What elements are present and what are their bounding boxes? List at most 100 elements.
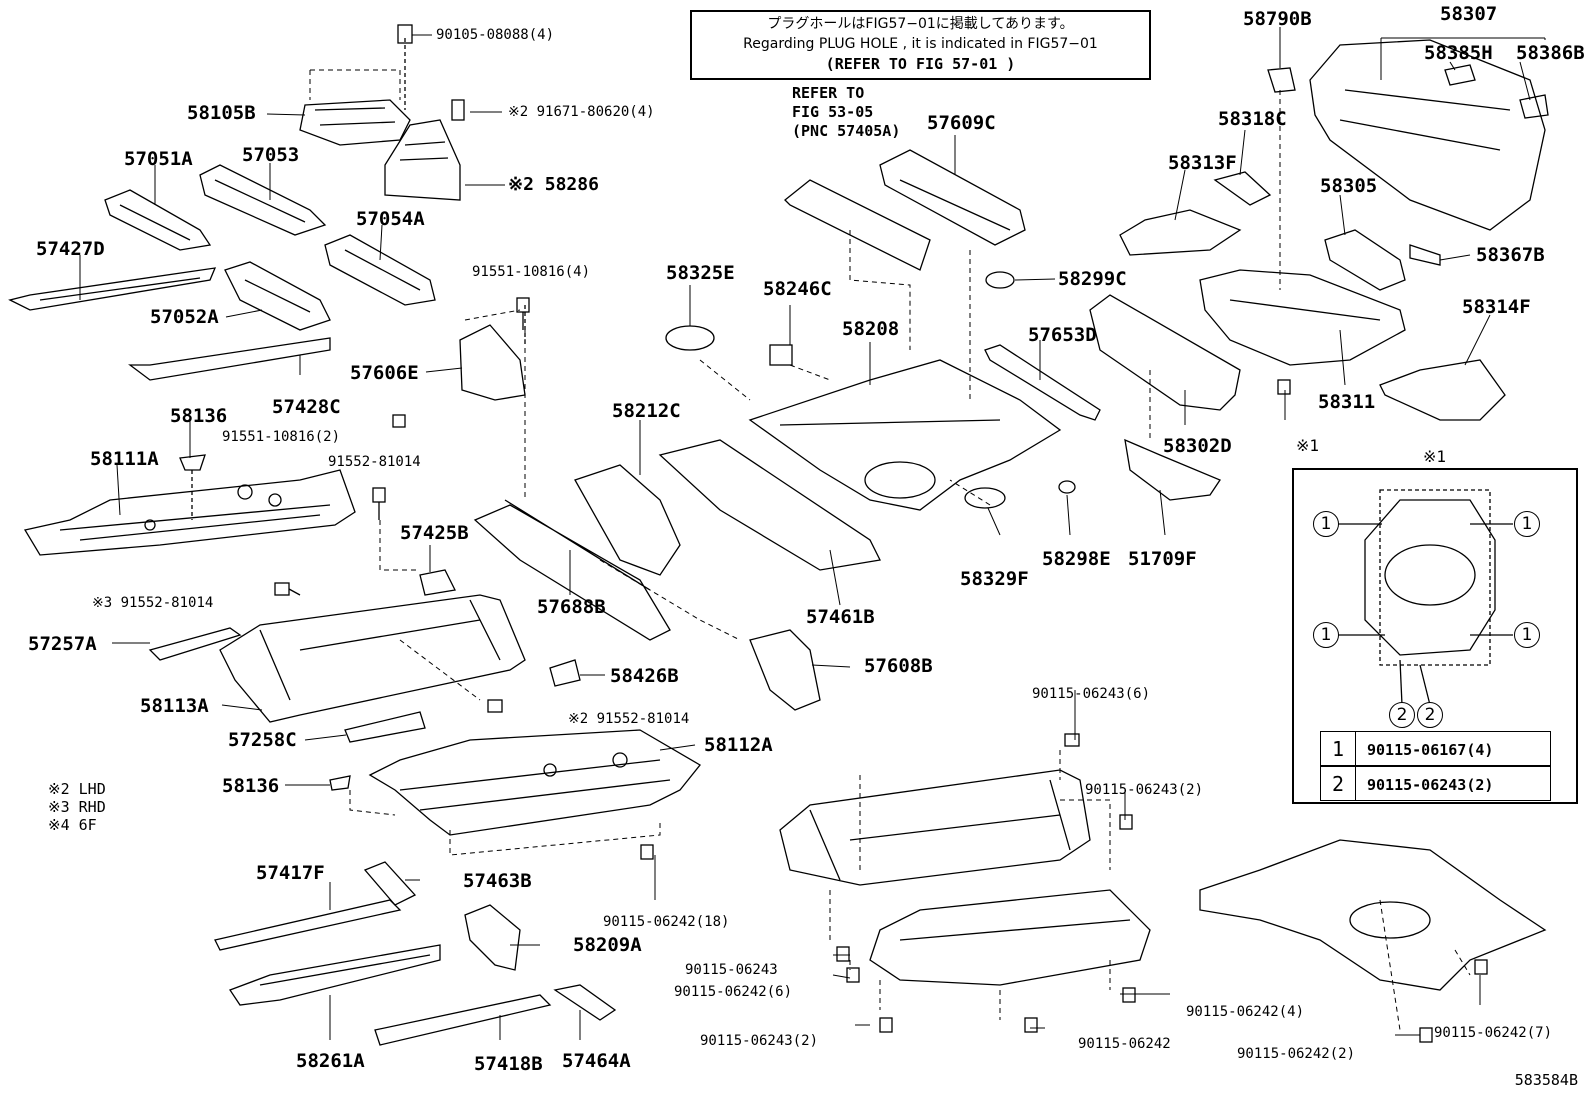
part-label[interactable]: 57688B bbox=[537, 596, 606, 618]
part-label[interactable]: 58136 bbox=[170, 405, 228, 427]
part-label[interactable]: 57608B bbox=[864, 655, 933, 677]
bolt-label[interactable]: 90115-06243(6) bbox=[1032, 686, 1151, 702]
part-label[interactable]: 58367B bbox=[1476, 244, 1545, 266]
part-58367B-shape bbox=[1409, 244, 1441, 266]
part-label[interactable]: 58112A bbox=[704, 734, 773, 756]
part-57606E-shape bbox=[459, 324, 526, 401]
part-label[interactable]: 58386B bbox=[1516, 42, 1585, 64]
legend-row-1: 1 90115-06167(4) bbox=[1320, 731, 1551, 766]
part-label[interactable]: 58299C bbox=[1058, 268, 1127, 290]
part-58329F-shape bbox=[964, 487, 1006, 509]
bolt-label[interactable]: 90115-06242(7) bbox=[1434, 1025, 1553, 1041]
part-label[interactable]: 58208 bbox=[842, 318, 900, 340]
bolt-label[interactable]: 91551-10816(2) bbox=[222, 429, 341, 445]
bolt-label[interactable]: 90115-06242(4) bbox=[1186, 1004, 1305, 1020]
dashed-alignment-lines bbox=[309, 69, 1471, 1031]
part-label[interactable]: 58111A bbox=[90, 448, 159, 470]
part-label[interactable]: 58426B bbox=[610, 665, 679, 687]
legend-panel-drawing bbox=[1338, 489, 1513, 706]
bolt-label[interactable]: 91551-10816(4) bbox=[472, 264, 591, 280]
part-label[interactable]: 57609C bbox=[927, 112, 996, 134]
part-label[interactable]: 58298E bbox=[1042, 548, 1111, 570]
part-58246C-shape bbox=[769, 344, 793, 366]
part-label[interactable]: 57418B bbox=[474, 1053, 543, 1075]
part-57464A-shape bbox=[553, 984, 617, 1021]
part-label[interactable]: 57428C bbox=[272, 396, 341, 418]
part-label[interactable]: 57051A bbox=[124, 148, 193, 170]
part-label[interactable]: 58105B bbox=[187, 102, 256, 124]
part-57608B-shape bbox=[749, 629, 821, 711]
legend-row-2-num: 2 bbox=[1321, 767, 1356, 800]
bolt-label[interactable]: 90115-06242(2) bbox=[1237, 1046, 1356, 1062]
part-label[interactable]: 58136 bbox=[222, 775, 280, 797]
part-label[interactable]: 57054A bbox=[356, 208, 425, 230]
part-label[interactable]: 58113A bbox=[140, 695, 209, 717]
part-label[interactable]: 57052A bbox=[150, 306, 219, 328]
callout-2-left: 2 bbox=[1389, 702, 1415, 728]
part-58302D-shape bbox=[1089, 294, 1241, 411]
part-label[interactable]: 58311 bbox=[1318, 391, 1376, 413]
bolt-label[interactable]: 90115-06243(2) bbox=[700, 1033, 819, 1049]
part-label[interactable]: 57653D bbox=[1028, 324, 1097, 346]
part-label[interactable]: 58209A bbox=[573, 934, 642, 956]
part-label[interactable]: 57606E bbox=[350, 362, 419, 384]
footnotes: ※2 LHD ※3 RHD ※4 6F bbox=[48, 780, 106, 834]
bolt-label[interactable]: ※1 bbox=[1296, 436, 1320, 455]
part-58113A-shape bbox=[219, 594, 526, 723]
part-57461B-shape bbox=[658, 439, 881, 571]
callout-2-right: 2 bbox=[1417, 702, 1443, 728]
part-58426B-shape bbox=[549, 659, 581, 687]
part-label[interactable]: 58246C bbox=[763, 278, 832, 300]
legend-row-1-part[interactable]: 90115-06167(4) bbox=[1367, 741, 1494, 759]
part-label[interactable]: 58313F bbox=[1168, 152, 1237, 174]
part-label[interactable]: 58329F bbox=[960, 568, 1029, 590]
bolt-label[interactable]: ※2 91671-80620(4) bbox=[508, 104, 655, 120]
bolt-label[interactable]: ※2 58286 bbox=[508, 174, 599, 195]
part-58386B-shape bbox=[1519, 94, 1549, 119]
part-label[interactable]: 57053 bbox=[242, 144, 300, 166]
part-label[interactable]: 58302D bbox=[1163, 435, 1232, 457]
callout-1-bottomleft: 1 bbox=[1313, 622, 1339, 648]
callout-1-bottomright: 1 bbox=[1514, 622, 1540, 648]
bolt-label[interactable]: 90115-06242 bbox=[1078, 1036, 1171, 1052]
part-label[interactable]: 57257A bbox=[28, 633, 97, 655]
part-58299C-shape bbox=[985, 271, 1015, 289]
part-label[interactable]: 51709F bbox=[1128, 548, 1197, 570]
part-58111A-shape bbox=[23, 454, 356, 556]
refer-to-line1: REFER TO bbox=[792, 84, 865, 102]
part-57425B-shape bbox=[419, 569, 456, 596]
part-58261A-shape bbox=[229, 944, 441, 1006]
part-label[interactable]: 57417F bbox=[256, 862, 325, 884]
part-label[interactable]: 58212C bbox=[612, 400, 681, 422]
part-label[interactable]: 57258C bbox=[228, 729, 297, 751]
part-label[interactable]: 57425B bbox=[400, 522, 469, 544]
figure-code: 583584B bbox=[1514, 1071, 1578, 1089]
bolt-label[interactable]: ※3 91552-81014 bbox=[92, 595, 214, 611]
part-label[interactable]: 58318C bbox=[1218, 108, 1287, 130]
part-label[interactable]: 57464A bbox=[562, 1050, 631, 1072]
legend-row-2-part[interactable]: 90115-06243(2) bbox=[1367, 776, 1494, 794]
part-label[interactable]: 58325E bbox=[666, 262, 735, 284]
part-label[interactable]: 58261A bbox=[296, 1050, 365, 1072]
bolt-label[interactable]: ※2 91552-81014 bbox=[568, 711, 690, 727]
bolt-label[interactable]: 90115-06243(2) bbox=[1085, 782, 1204, 798]
part-label[interactable]: 58305 bbox=[1320, 175, 1378, 197]
bolt-label[interactable]: 90115-06243 bbox=[685, 962, 778, 978]
callout-1-topleft: 1 bbox=[1313, 511, 1339, 537]
part-57417F-shape bbox=[214, 899, 402, 951]
part-label[interactable]: 58385H bbox=[1424, 42, 1493, 64]
part-57405A-ref-shape bbox=[784, 179, 931, 271]
part-label[interactable]: 57427D bbox=[36, 238, 105, 260]
part-label[interactable]: 58790B bbox=[1243, 8, 1312, 30]
part-label[interactable]: 57461B bbox=[806, 606, 875, 628]
part-label[interactable]: 58307 bbox=[1440, 3, 1498, 25]
refer-to-note: REFER TO FIG 53-05 (PNC 57405A) bbox=[792, 84, 900, 141]
bolt-label[interactable]: 90115-06242(6) bbox=[674, 984, 793, 1000]
part-label[interactable]: 58314F bbox=[1462, 296, 1531, 318]
bolt-label[interactable]: 91552-81014 bbox=[328, 454, 421, 470]
reference-note-line2: Regarding PLUG HOLE , it is indicated in… bbox=[743, 36, 1098, 52]
bolt-label[interactable]: 90105-08088(4) bbox=[436, 27, 555, 43]
part-57051A-shape bbox=[104, 189, 212, 251]
part-label[interactable]: 57463B bbox=[463, 870, 532, 892]
bolt-label[interactable]: 90115-06242(18) bbox=[603, 914, 730, 930]
